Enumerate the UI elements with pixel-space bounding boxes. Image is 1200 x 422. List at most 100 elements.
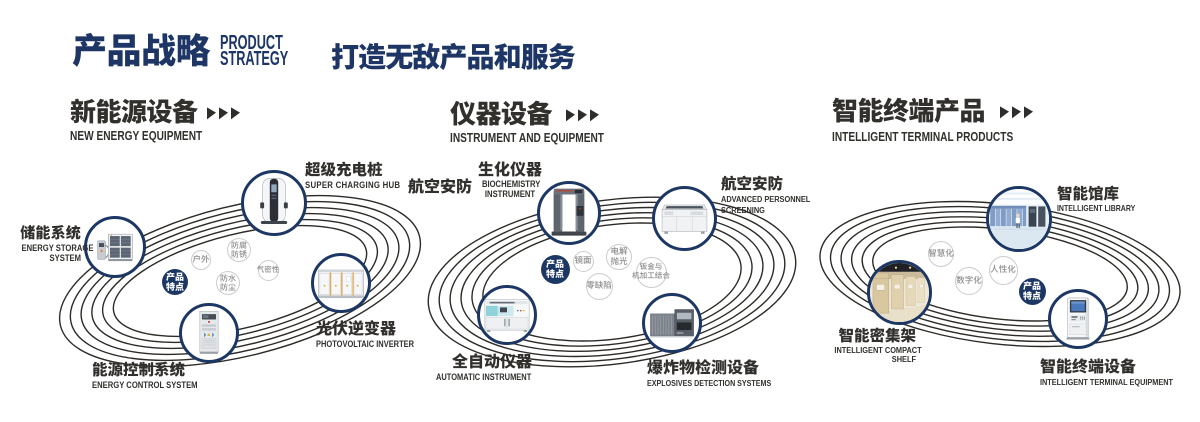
triple-arrow-icon [207,106,240,120]
energy-control-label-zh: 能源控制系统 [92,358,186,380]
feature-bubble-text: 数字化 [956,274,982,287]
explosives-detection-image [650,309,694,338]
arrow-triangle-icon [578,108,587,122]
personnel-screening-label: 航空安防 ADVANCED PERSONNEL SCREENING [721,175,826,216]
explosives-detection-label-zh: 爆炸物检测设备 [647,354,760,378]
arrow-triangle-icon [1024,105,1033,119]
pv-inverter-label: 光伏逆变器 PHOTOVOLTAIC INVERTER [316,315,431,350]
energy-control-label-en: ENERGY CONTROL SYSTEM [92,380,198,390]
intelligent-library-node [986,186,1052,252]
biochemistry-label-zh: 生化仪器 [477,156,542,180]
intelligent-terminal-node [1048,289,1108,349]
feature-bubble-text: 零缺陷 [586,279,612,292]
feature-bubble: 钣金与 机加工结合 [632,256,670,288]
intelligent-terminal-label: 智能终端设备 INTELLIGENT TERMINAL EQUIPMENT [1040,357,1196,387]
arrow-triangle-icon [207,106,216,120]
product-features-badge: 产品 特点 [1018,277,1046,305]
feature-bubble: 镜面 [572,250,594,272]
automatic-instrument-label: 全自动仪器 AUTOMATIC INSTRUMENT [436,348,548,382]
intelligent-terminal-image [1066,297,1090,340]
explosives-detection-label-en: EXPLOSIVES DETECTION SYSTEMS [647,377,772,388]
personnel-screening-label-zh: 航空安防 [721,172,784,194]
feature-bubble: 气密性 [256,259,280,281]
section-instrument-title: 仪器设备 [450,94,553,131]
product-features-badge: 产品 特点 [540,254,570,284]
compact-shelf-label-en: INTELLIGENT COMPACT SHELF [834,344,922,365]
feature-bubble: 数字化 [955,267,983,295]
pv-inverter-node [311,253,371,313]
arrow-triangle-icon [231,106,240,120]
product-features-text: 产品 特点 [1022,279,1041,302]
pv-inverter-image [318,269,364,299]
section-terminal-title: 智能终端产品 [832,91,986,128]
biochemistry-label-en: BIOCHEMISTRY INSTRUMENT [481,179,541,199]
personnel-screening-node [651,185,717,251]
biochemistry-instrument-node [537,181,601,245]
product-features-text: 产品 特点 [165,270,184,293]
pv-inverter-label-en: PHOTOVOLTAIC INVERTER [316,339,415,349]
page-title-english: PRODUCT STRATEGY [220,30,289,70]
feature-bubble: 电解 抛光 [606,244,632,270]
feature-bubble-text: 智慧化 [928,247,954,260]
super-charging-label: 超级充电桩 SUPER CHARGING HUB [305,158,417,191]
arrow-triangle-icon [219,106,228,120]
energy-storage-node [84,216,146,278]
arrow-triangle-icon [590,108,599,122]
automatic-instrument-label-en: AUTOMATIC INSTRUMENT [436,371,532,382]
super-charging-image [260,178,288,224]
page-slogan: 打造无敌产品和服务 [331,36,576,76]
explosives-detection-node [642,293,702,353]
arrow-triangle-icon [566,108,575,122]
section-instrument-subtitle: INSTRUMENT AND EQUIPMENT [450,130,604,145]
feature-bubble-text: 镜面 [574,254,592,267]
triple-arrow-icon [1000,105,1033,119]
intelligent-library-image [989,189,1049,249]
energy-storage-label-en: ENERGY STORAGE SYSTEM [21,243,94,263]
intelligent-library-label: 智能馆库 INTELLIGENT LIBRARY [1057,182,1149,214]
feature-bubble: 防水 防尘 [216,271,240,295]
energy-control-label: 能源控制系统 ENERGY CONTROL SYSTEM [92,358,216,391]
section-terminal-subtitle: INTELLIGENT TERMINAL PRODUCTS [832,129,1014,144]
intelligent-terminal-label-zh: 智能终端设备 [1040,353,1137,377]
energy-storage-label: 储能系统 ENERGY STORAGE SYSTEM [11,225,94,264]
personnel-screening-image [661,204,707,234]
energy-storage-image [97,233,133,262]
feature-bubble-text: 防水 防尘 [220,272,236,293]
feature-bubble: 人性化 [988,255,1018,285]
arrow-triangle-icon [1012,105,1021,119]
intelligent-library-label-zh: 智能馆库 [1057,182,1120,204]
biochemistry-label: 生化仪器 BIOCHEMISTRY INSTRUMENT [477,156,543,200]
aviation-security-side-label: 航空安防 [408,177,472,194]
intelligent-library-label-en: INTELLIGENT LIBRARY [1057,204,1136,213]
section-new-energy-subtitle: NEW ENERGY EQUIPMENT [70,128,203,143]
biochemistry-instrument-image [551,188,587,236]
super-charging-node [241,170,307,236]
automatic-instrument-image [484,299,530,333]
feature-bubble-text: 气密性 [256,263,280,275]
feature-bubble: 零缺陷 [585,272,613,300]
intelligent-terminal-label-en: INTELLIGENT TERMINAL EQUIPMENT [1040,376,1173,387]
compact-shelf-label: 智能密集架 INTELLIGENT COMPACT SHELF [820,324,922,365]
super-charging-label-en: SUPER CHARGING HUB [305,180,401,190]
feature-bubble-text: 户外 [192,253,210,266]
personnel-screening-label-en: ADVANCED PERSONNEL SCREENING [721,194,811,215]
page-title: 产品战略 [72,23,211,74]
triple-arrow-icon [566,108,599,122]
feature-bubble-text: 人性化 [990,263,1016,276]
energy-control-image [199,311,219,354]
energy-control-node [179,303,239,363]
compact-shelf-node [866,259,932,325]
feature-bubble: 户外 [191,250,211,270]
automatic-instrument-label-zh: 全自动仪器 [452,348,533,372]
arrow-triangle-icon [1000,105,1009,119]
feature-bubble: 防腐 防锈 [227,238,251,262]
compact-shelf-label-zh: 智能密集架 [838,324,916,346]
feature-bubble-text: 电解 抛光 [610,245,628,267]
super-charging-label-zh: 超级充电桩 [305,158,383,180]
explosives-detection-label: 爆炸物检测设备 EXPLOSIVES DETECTION SYSTEMS [647,358,793,388]
feature-bubble-text: 钣金与 机加工结合 [632,261,670,281]
section-new-energy-title: 新能源设备 [70,92,198,129]
pv-inverter-label-zh: 光伏逆变器 [316,315,397,339]
product-features-text: 产品 特点 [545,257,564,280]
